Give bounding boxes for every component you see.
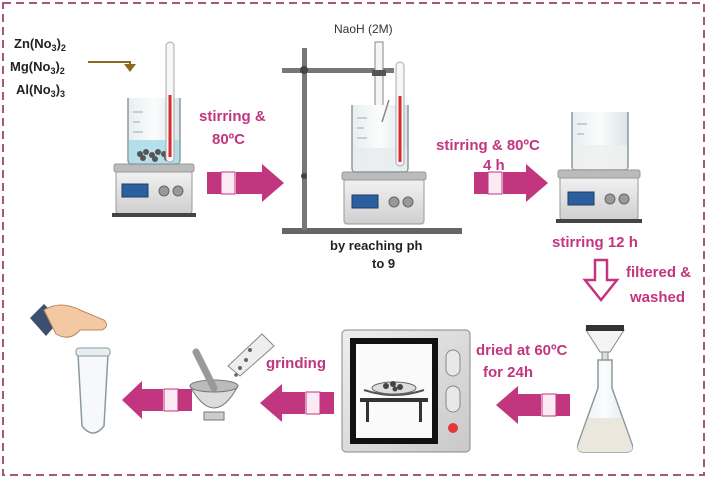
stand-base bbox=[282, 228, 462, 234]
reagent-al: Al(No3)3 bbox=[16, 82, 65, 99]
titration-station: NaoH (2M) bbox=[282, 22, 462, 234]
ph-note-line2: to 9 bbox=[372, 256, 395, 271]
process-arrow-down bbox=[582, 258, 620, 303]
pestle-icon bbox=[192, 348, 218, 392]
process-arrow-2 bbox=[474, 164, 548, 202]
process-arrow-1 bbox=[207, 164, 284, 202]
stand-rod bbox=[302, 48, 307, 230]
test-tube-icon bbox=[77, 353, 109, 434]
step4-label-line1: filtered & bbox=[626, 264, 691, 281]
step6-label: grinding bbox=[266, 355, 326, 372]
filter-flask-station bbox=[576, 325, 634, 453]
reagent-arrow-icon bbox=[88, 61, 131, 68]
step1-label-line1: stirring & bbox=[199, 108, 266, 125]
drying-oven bbox=[341, 329, 471, 453]
step3-label: stirring 12 h bbox=[552, 234, 638, 251]
step1-label-line2: 80ºC bbox=[212, 131, 245, 148]
hand-icon bbox=[43, 304, 108, 338]
step5-label-line2: for 24h bbox=[483, 364, 533, 381]
filter-funnel-icon bbox=[585, 329, 625, 353]
process-arrow-6 bbox=[260, 384, 334, 422]
process-arrow-5 bbox=[496, 386, 570, 424]
sample-tube bbox=[30, 304, 111, 434]
step2-label-line2: 4 h bbox=[483, 157, 505, 174]
step4-label-line2: washed bbox=[629, 289, 685, 306]
burette-label: NaoH (2M) bbox=[334, 22, 393, 36]
reagent-mg: Mg(No3)2 bbox=[10, 59, 65, 76]
reagent-list: Zn(No3)2 Mg(No3)2 Al(No3)3 bbox=[10, 36, 136, 99]
step2-label-line1: stirring & 80ºC bbox=[436, 137, 540, 154]
reagent-zn: Zn(No3)2 bbox=[14, 36, 66, 53]
process-arrow-7 bbox=[122, 381, 192, 419]
beaker-station-1 bbox=[112, 41, 196, 217]
beaker-station-3 bbox=[556, 112, 642, 223]
step5-label-line1: dried at 60ºC bbox=[476, 342, 568, 359]
mortar-pestle bbox=[189, 333, 275, 421]
ph-note-line1: by reaching ph bbox=[330, 238, 423, 253]
